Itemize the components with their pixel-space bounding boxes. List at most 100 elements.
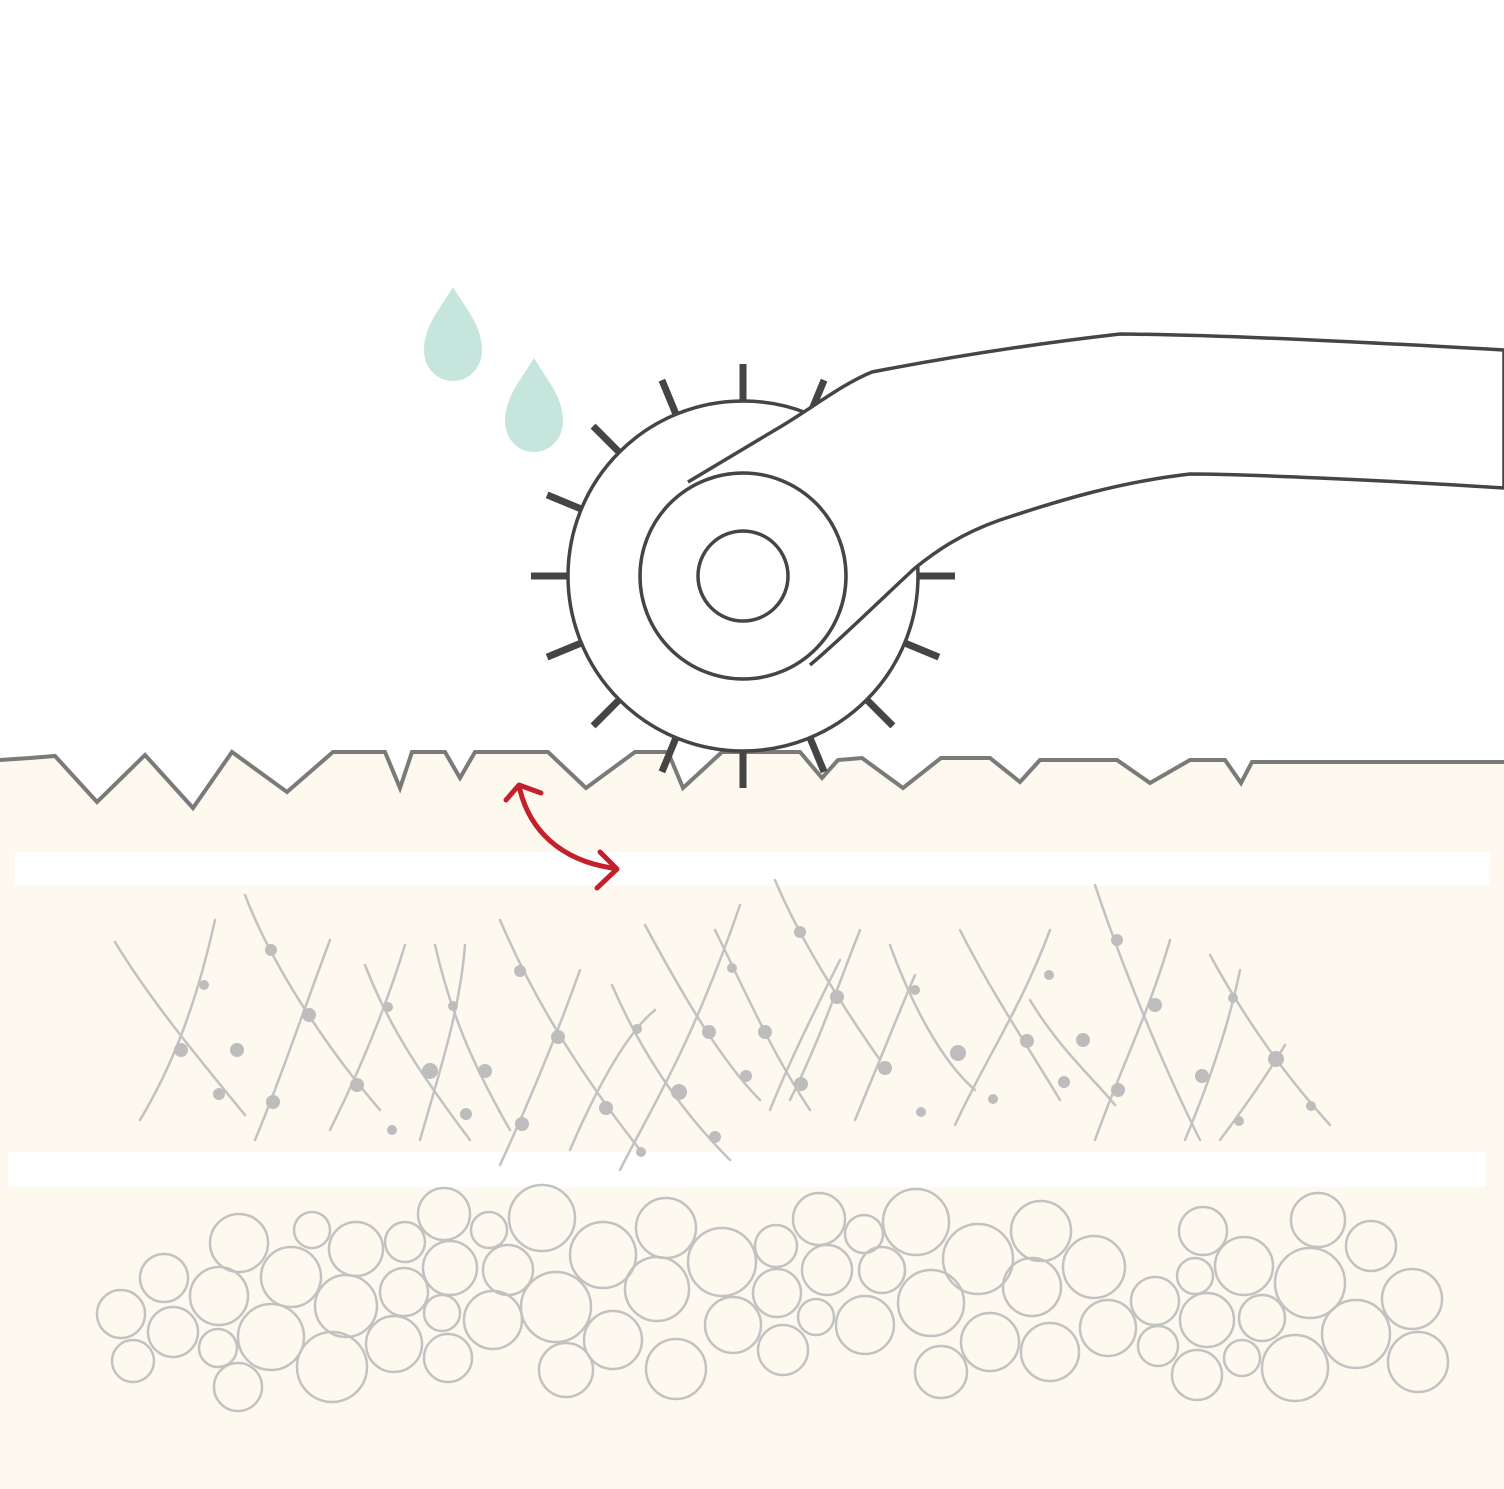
derma-roller-icon[interactable] — [531, 332, 1504, 788]
fiber-node — [1148, 998, 1162, 1012]
fat-cell — [295, 1330, 369, 1404]
fiber-node — [702, 1025, 716, 1039]
fiber-node — [515, 1117, 529, 1131]
collagen-fiber — [1093, 938, 1172, 1142]
fiber-node — [709, 1131, 721, 1143]
fat-cell — [1289, 1191, 1347, 1249]
fat-cell — [1320, 1298, 1392, 1370]
roller-axle — [696, 529, 790, 623]
fat-cell-layer — [95, 1183, 1450, 1413]
fiber-node — [830, 990, 844, 1004]
double-headed-curved-arrow-icon — [503, 782, 620, 891]
fat-cell — [1178, 1291, 1236, 1349]
fat-cell — [519, 1270, 593, 1344]
fat-cell — [1380, 1267, 1444, 1331]
fiber-node — [1234, 1116, 1244, 1126]
collagen-fiber — [328, 943, 407, 1132]
fiber-node — [671, 1084, 687, 1100]
fat-cell — [1237, 1293, 1287, 1343]
collagen-fiber — [1093, 883, 1202, 1142]
collagen-fiber-nodes — [174, 926, 1316, 1157]
fat-cell — [292, 1210, 332, 1250]
fiber-node — [1306, 1101, 1316, 1111]
fat-cell — [1170, 1348, 1224, 1402]
collagen-fiber — [433, 943, 512, 1132]
fat-cell — [913, 1344, 969, 1400]
fat-cell — [1009, 1199, 1073, 1263]
fat-cell — [197, 1327, 239, 1369]
fat-cell — [188, 1265, 250, 1327]
fiber-node — [265, 944, 277, 956]
fiber-node — [266, 1095, 280, 1109]
fat-cell — [1177, 1205, 1229, 1257]
fat-cell — [327, 1220, 385, 1278]
fat-cell — [1273, 1246, 1347, 1320]
fiber-node — [422, 1063, 438, 1079]
collagen-fiber — [138, 918, 217, 1122]
fat-cell — [1222, 1338, 1262, 1378]
fiber-node — [213, 1088, 225, 1100]
fat-cell — [236, 1302, 306, 1372]
fat-cell — [1175, 1256, 1215, 1296]
fat-cell — [568, 1220, 638, 1290]
fat-cell — [208, 1212, 270, 1274]
fat-cell — [751, 1267, 803, 1319]
fat-cell — [1260, 1333, 1330, 1403]
layer-divider-subcutis — [8, 1152, 1486, 1187]
collagen-fiber — [418, 943, 467, 1142]
fiber-node — [916, 1107, 926, 1117]
fat-cell — [1019, 1321, 1081, 1383]
fat-cell — [364, 1314, 424, 1374]
fiber-node — [448, 1001, 458, 1011]
fat-cell — [212, 1361, 264, 1413]
fat-cell — [422, 1332, 474, 1384]
fiber-node — [632, 1024, 642, 1034]
fat-cell — [110, 1338, 156, 1384]
collagen-fiber — [618, 903, 742, 1172]
fat-cell — [1344, 1219, 1398, 1273]
fiber-node — [1111, 1083, 1125, 1097]
fiber-node — [758, 1025, 772, 1039]
fiber-node — [794, 926, 806, 938]
fat-cell — [537, 1341, 595, 1399]
collagen-fiber — [768, 958, 842, 1112]
fat-cell — [623, 1255, 691, 1323]
fat-cell — [843, 1213, 885, 1255]
fiber-node — [1020, 1034, 1034, 1048]
fiber-node — [230, 1043, 244, 1057]
serum-droplet-icon — [505, 358, 563, 452]
fat-cell — [941, 1222, 1015, 1296]
fat-cell — [469, 1210, 509, 1250]
collagen-fiber — [113, 940, 247, 1117]
fat-cell — [1061, 1234, 1127, 1300]
collagen-fiber — [888, 943, 977, 1092]
fiber-node — [1044, 970, 1054, 980]
fiber-node — [383, 1002, 393, 1012]
collagen-fiber — [498, 968, 582, 1167]
collagen-fiber — [953, 928, 1052, 1127]
fiber-node — [636, 1147, 646, 1157]
fat-cell — [1001, 1256, 1063, 1318]
fat-cell — [378, 1266, 430, 1318]
fiber-node — [599, 1101, 613, 1115]
collagen-fiber — [253, 938, 332, 1142]
collagen-fiber — [773, 878, 882, 1062]
fiber-node — [460, 1108, 472, 1120]
fiber-node — [1195, 1069, 1209, 1083]
fiber-node — [1268, 1051, 1284, 1067]
fiber-node — [740, 1070, 752, 1082]
collagen-fiber — [363, 963, 472, 1142]
fiber-node — [302, 1008, 316, 1022]
fiber-node — [478, 1064, 492, 1078]
fat-cell — [507, 1183, 577, 1253]
fiber-node — [988, 1094, 998, 1104]
fat-cell — [756, 1323, 810, 1377]
fat-cell — [703, 1295, 763, 1355]
fat-cell — [796, 1297, 836, 1337]
fiber-node — [387, 1125, 397, 1135]
collagen-fiber — [498, 918, 642, 1152]
fiber-node — [727, 963, 737, 973]
fat-cell — [1136, 1324, 1180, 1368]
fat-cell — [1386, 1330, 1450, 1394]
